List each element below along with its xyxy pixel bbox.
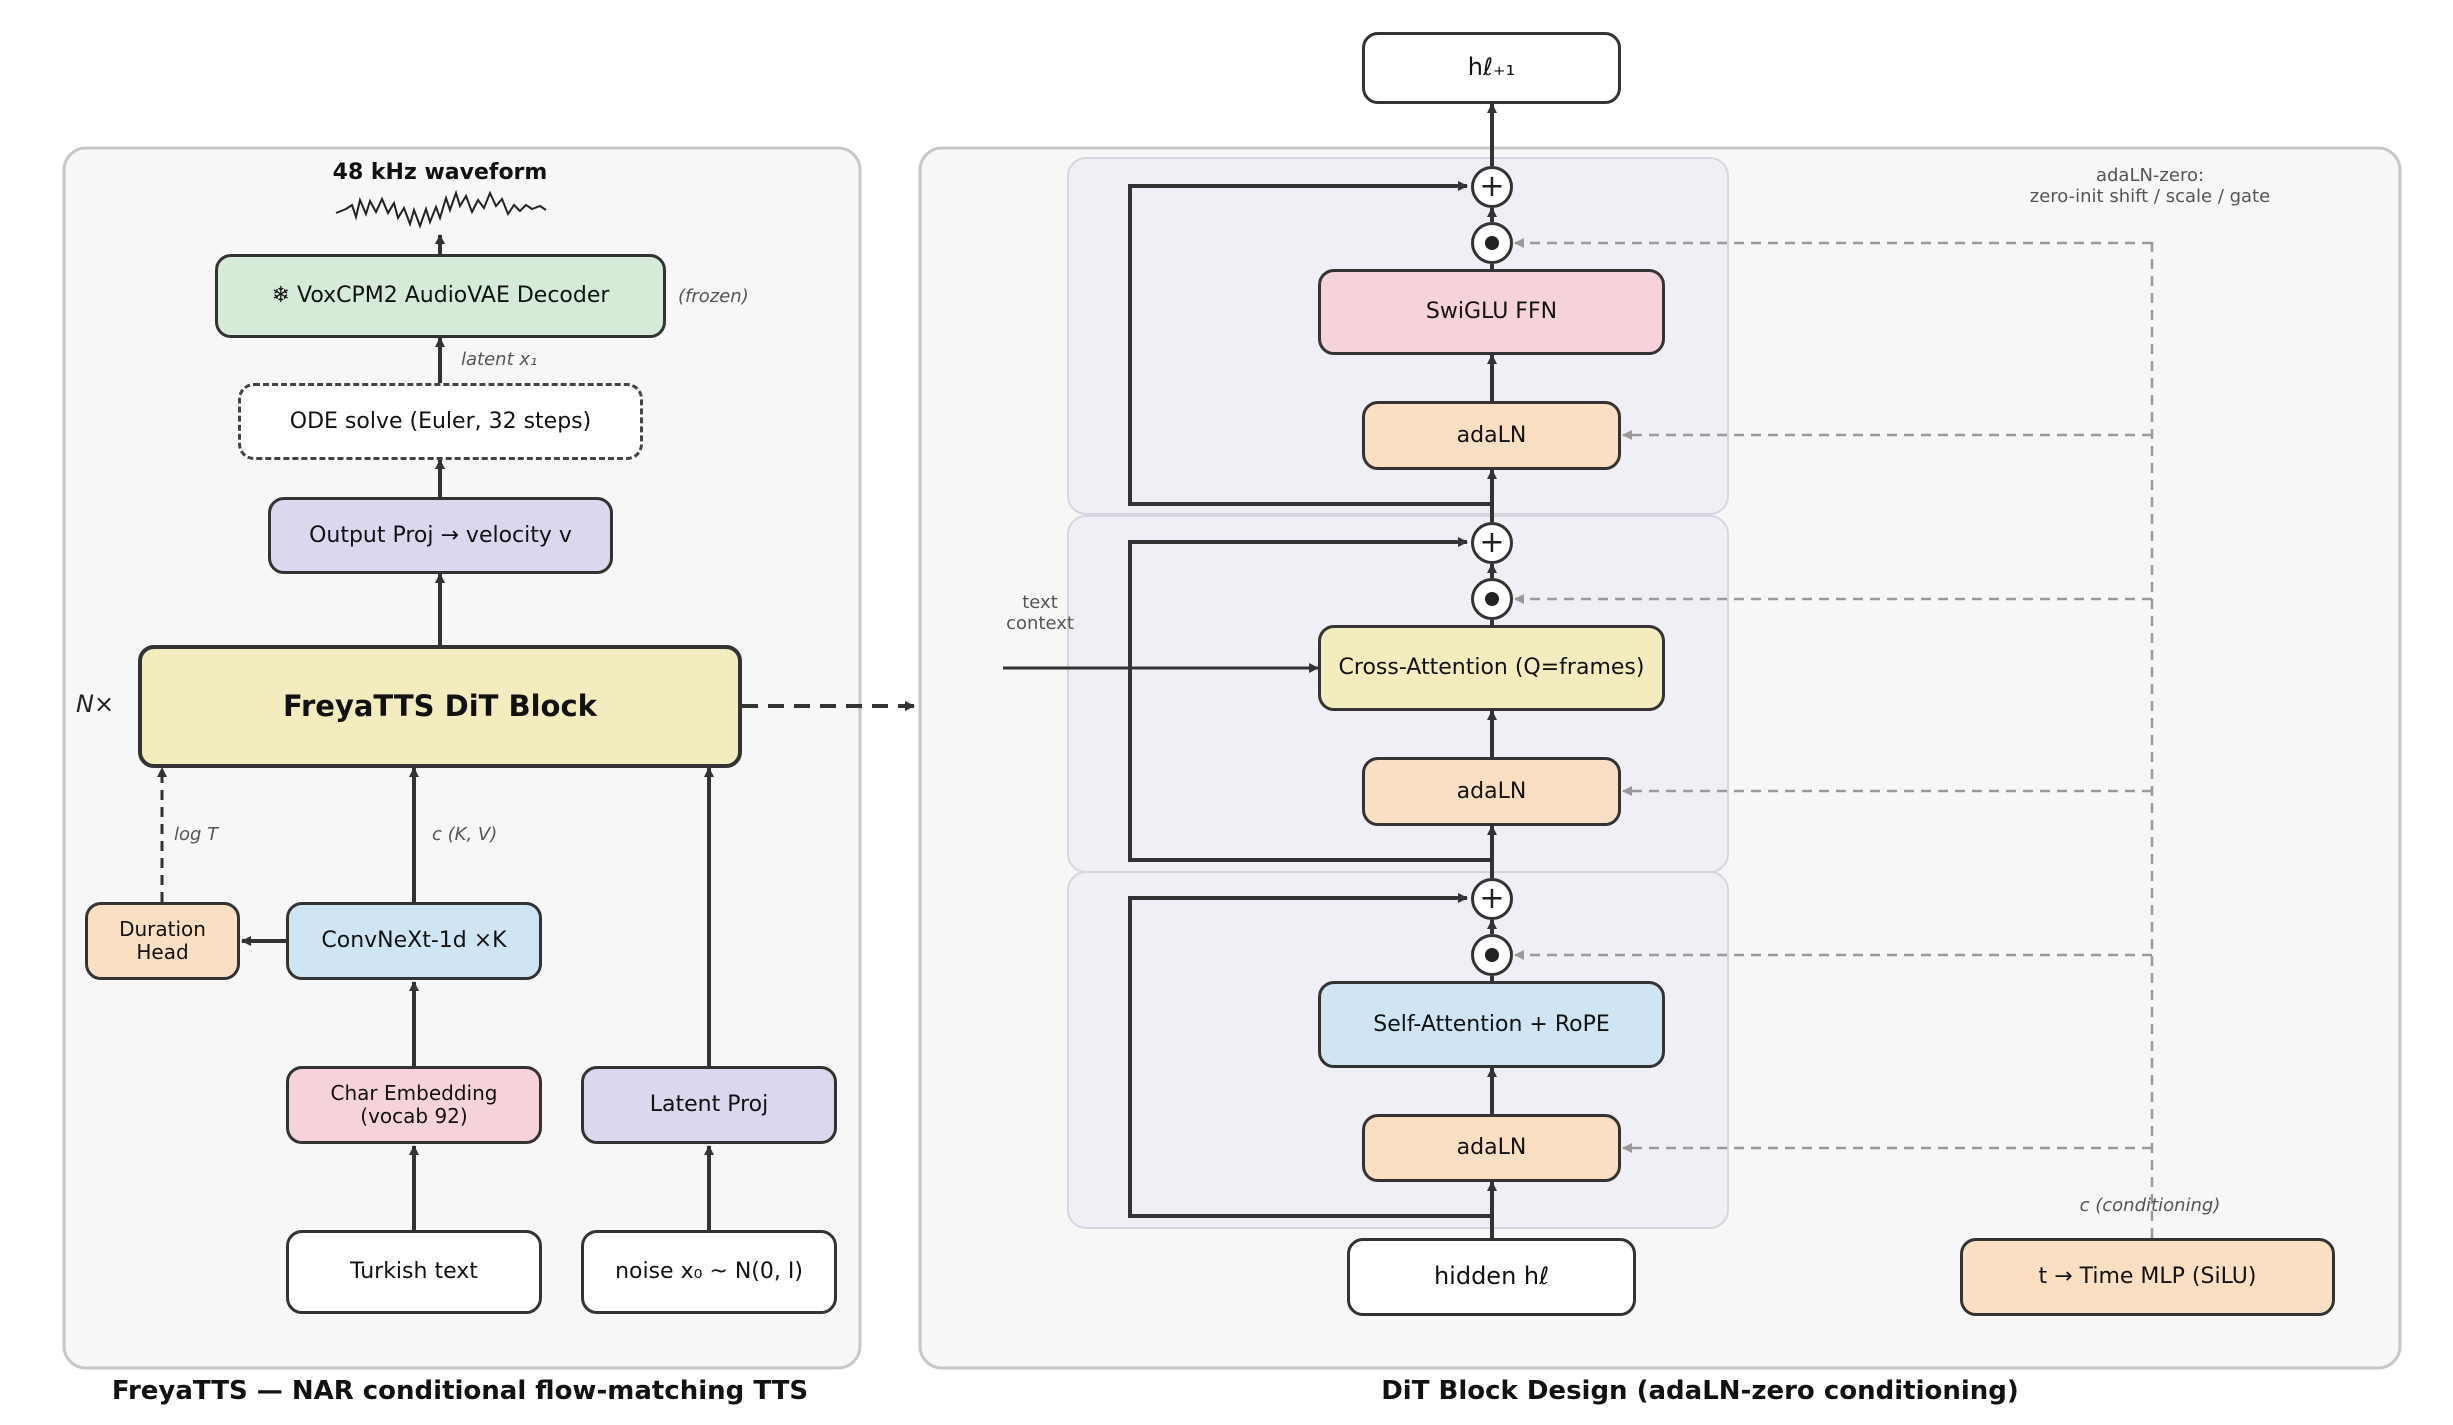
text-context-label: text context	[1006, 592, 1074, 634]
residual-skip-3	[1128, 181, 1492, 506]
cross-attention-box: Cross-Attention (Q=frames)	[1318, 625, 1665, 711]
residual-add-2: +	[1471, 522, 1513, 564]
plus-icon: +	[1479, 169, 1505, 204]
output-proj-box: Output Proj → velocity v	[268, 497, 613, 574]
dot-icon	[1485, 948, 1499, 962]
residual-skip-1	[1128, 893, 1492, 1218]
adaln-box-2: adaLN	[1362, 757, 1621, 826]
dot-icon	[1485, 592, 1499, 606]
right-panel-title: DiT Block Design (adaLN-zero conditionin…	[1381, 1376, 2019, 1406]
latent-proj-box: Latent Proj	[581, 1066, 837, 1144]
noise-box: noise x₀ ~ N(0, I)	[581, 1230, 837, 1314]
residual-add-1: +	[1471, 878, 1513, 920]
waveform-icon	[335, 189, 547, 229]
plus-icon: +	[1479, 881, 1505, 916]
gate-multiply-1	[1471, 934, 1513, 976]
swiglu-ffn-box: SwiGLU FFN	[1318, 269, 1665, 355]
hidden-in-box: hidden hℓ	[1347, 1238, 1636, 1316]
turkish-text-box: Turkish text	[286, 1230, 542, 1314]
adaln-zero-note: adaLN-zero: zero-init shift / scale / ga…	[2029, 165, 2271, 207]
audiovae-decoder-box: ❄ VoxCPM2 AudioVAE Decoder	[215, 254, 666, 338]
self-attention-box: Self-Attention + RoPE	[1318, 981, 1665, 1068]
log-t-label: log T	[174, 824, 219, 845]
conditioning-label: c (conditioning)	[2079, 1195, 2221, 1216]
n-times-label: N×	[76, 690, 115, 718]
gate-multiply-2	[1471, 578, 1513, 620]
latent-x1-label: latent x₁	[461, 349, 538, 370]
gate-multiply-3	[1471, 222, 1513, 264]
frozen-label: (frozen)	[678, 286, 749, 307]
freya-dit-block-box: FreyaTTS DiT Block	[138, 645, 742, 768]
waveform-label: 48 kHz waveform	[332, 160, 548, 185]
time-mlp-box: t → Time MLP (SiLU)	[1960, 1238, 2335, 1316]
residual-skip-2	[1128, 537, 1492, 862]
plus-icon: +	[1479, 525, 1505, 560]
char-embedding-box: Char Embedding (vocab 92)	[286, 1066, 542, 1144]
adaln-box-1: adaLN	[1362, 1114, 1621, 1182]
duration-head-box: Duration Head	[85, 902, 240, 980]
ode-solve-box: ODE solve (Euler, 32 steps)	[238, 383, 643, 460]
dot-icon	[1485, 236, 1499, 250]
residual-add-3: +	[1471, 166, 1513, 208]
convnext-box: ConvNeXt-1d ×K	[286, 902, 542, 980]
left-panel-title: FreyaTTS — NAR conditional flow-matching…	[111, 1376, 809, 1406]
adaln-box-3: adaLN	[1362, 401, 1621, 470]
h-out-box: hℓ₊₁	[1362, 32, 1621, 104]
c-kv-label: c (K, V)	[432, 824, 498, 845]
